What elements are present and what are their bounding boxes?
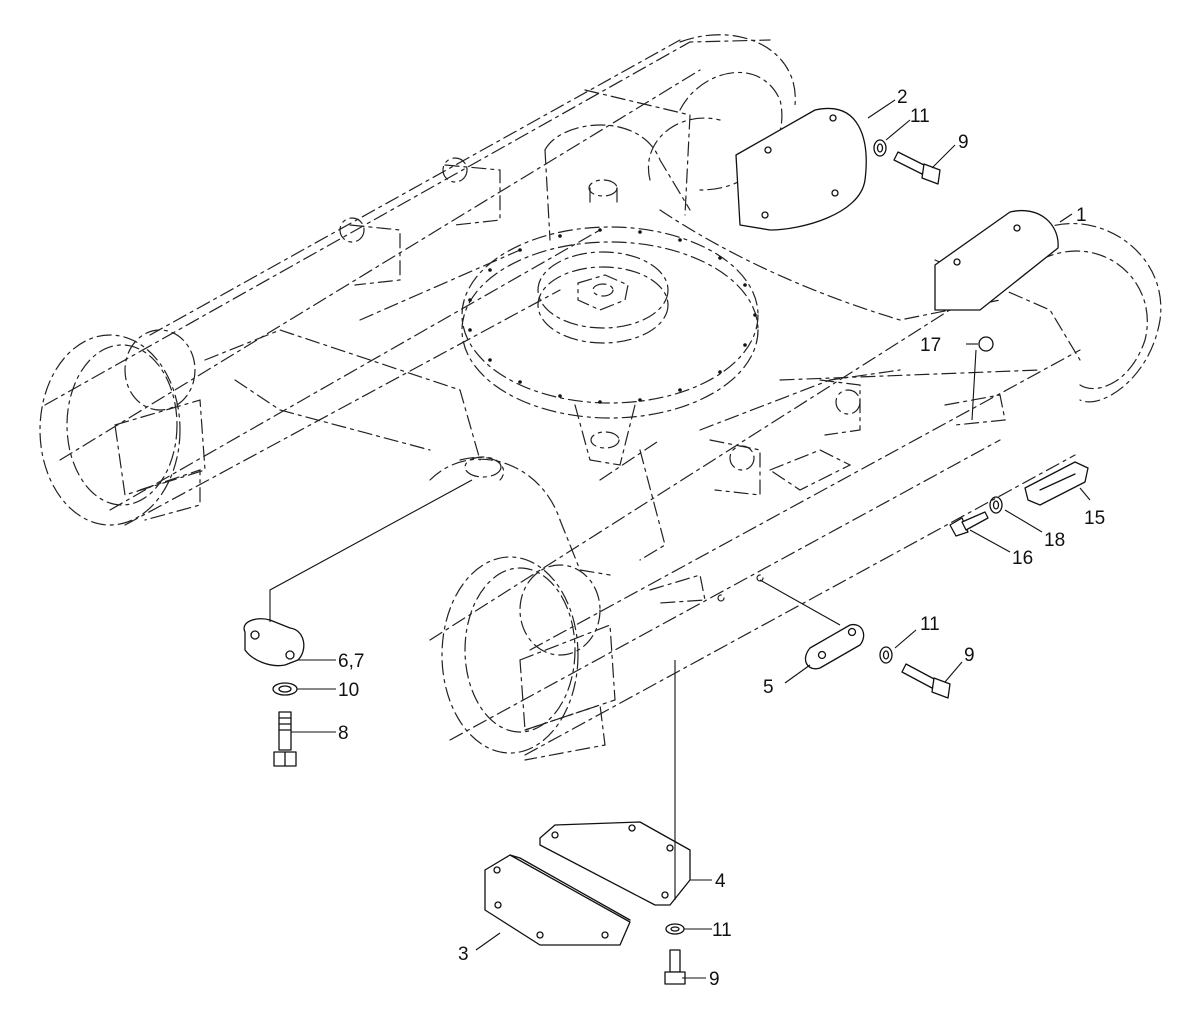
callout-16: 16: [1012, 548, 1033, 569]
part-1-cover-plate: [934, 210, 1059, 311]
callout-18: 18: [1044, 530, 1065, 551]
part-9-bolt-bottom: [664, 949, 686, 985]
callout-9-top: 9: [958, 132, 969, 153]
part-8-bolt: [273, 711, 297, 767]
callout-5: 5: [763, 677, 774, 698]
part-3-plate: [484, 854, 631, 946]
callout-17: 17: [920, 335, 941, 356]
callout-8: 8: [338, 723, 349, 744]
callout-6-7: 6,7: [338, 651, 364, 672]
part-9-bolt-top: [893, 151, 941, 185]
callout-labels: 1 2 11 9 17 15 18 16 11 9 5 6,7 10 8 4 1…: [338, 87, 1105, 990]
callout-1: 1: [1076, 205, 1087, 226]
callout-9-mid: 9: [964, 645, 975, 666]
callout-3: 3: [458, 944, 469, 965]
part-11-washer-top: [873, 139, 887, 157]
callout-10: 10: [338, 680, 359, 701]
leader-lines: [269, 99, 1091, 979]
part-17-nut: [978, 336, 994, 352]
callout-15: 15: [1084, 508, 1105, 529]
callout-11-bottom: 11: [712, 920, 732, 941]
part-18-washer: [989, 496, 1003, 514]
part-16-bolt: [949, 511, 989, 537]
callout-11-mid: 11: [920, 614, 940, 635]
part-9-bolt-mid: [901, 663, 951, 699]
part-10-washer: [272, 682, 298, 696]
part-5-plate: [804, 623, 865, 670]
part-15-clip: [1024, 461, 1089, 506]
part-6-7-flange-plate: [243, 618, 305, 667]
undercarriage-frame-phantom: [39, 34, 1162, 761]
part-11-washer-bottom: [665, 923, 685, 935]
part-2-cover-plate: [735, 107, 867, 231]
callout-9-bottom: 9: [709, 969, 720, 990]
callout-4: 4: [715, 871, 726, 892]
part-11-washer-mid: [879, 646, 893, 664]
callout-11-top: 11: [910, 106, 930, 127]
callout-2: 2: [897, 87, 908, 108]
